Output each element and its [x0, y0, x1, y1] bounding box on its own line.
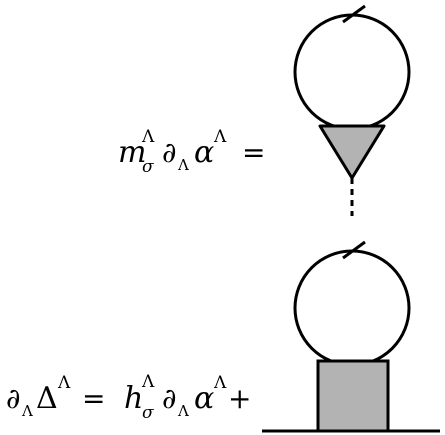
h-subscript: σ	[142, 403, 154, 423]
partial-symbol-lhs: ∂	[6, 382, 20, 415]
plus-sign: +	[228, 382, 251, 415]
box-vertex	[316, 359, 390, 433]
delta-symbol: Δ	[36, 381, 58, 416]
equals-sign-2: =	[82, 382, 105, 415]
mass-subscript: σ	[142, 157, 154, 177]
loop-tick-mark-2	[342, 240, 366, 260]
h-superscript: Λ	[141, 372, 155, 392]
loop-circle	[293, 13, 411, 131]
partial-subscript: Λ	[177, 156, 189, 174]
alpha-superscript: Λ	[213, 127, 227, 147]
partial-subscript-rhs: Λ	[177, 402, 189, 420]
mass-superscript: Λ	[141, 127, 155, 147]
equals-sign: =	[242, 136, 265, 169]
alpha-symbol: α	[194, 135, 214, 170]
loop-circle-2	[293, 249, 411, 367]
mass-symbol: m	[118, 135, 146, 170]
equation-1: m Λ σ ∂ Λ α Λ =	[118, 4, 411, 216]
loop-tick-mark	[342, 4, 366, 24]
partial-symbol-rhs: ∂	[162, 382, 176, 415]
partial-symbol: ∂	[162, 136, 176, 169]
partial-subscript-lhs: Λ	[21, 402, 33, 420]
h-symbol: h	[124, 381, 143, 416]
triangle-vertex	[318, 124, 386, 180]
delta-superscript: Λ	[57, 373, 71, 393]
alpha-superscript-2: Λ	[213, 373, 227, 393]
equation-2: ∂ Λ Δ Λ = h Λ σ ∂ Λ α Λ +	[6, 240, 440, 433]
alpha-symbol-2: α	[194, 381, 214, 416]
